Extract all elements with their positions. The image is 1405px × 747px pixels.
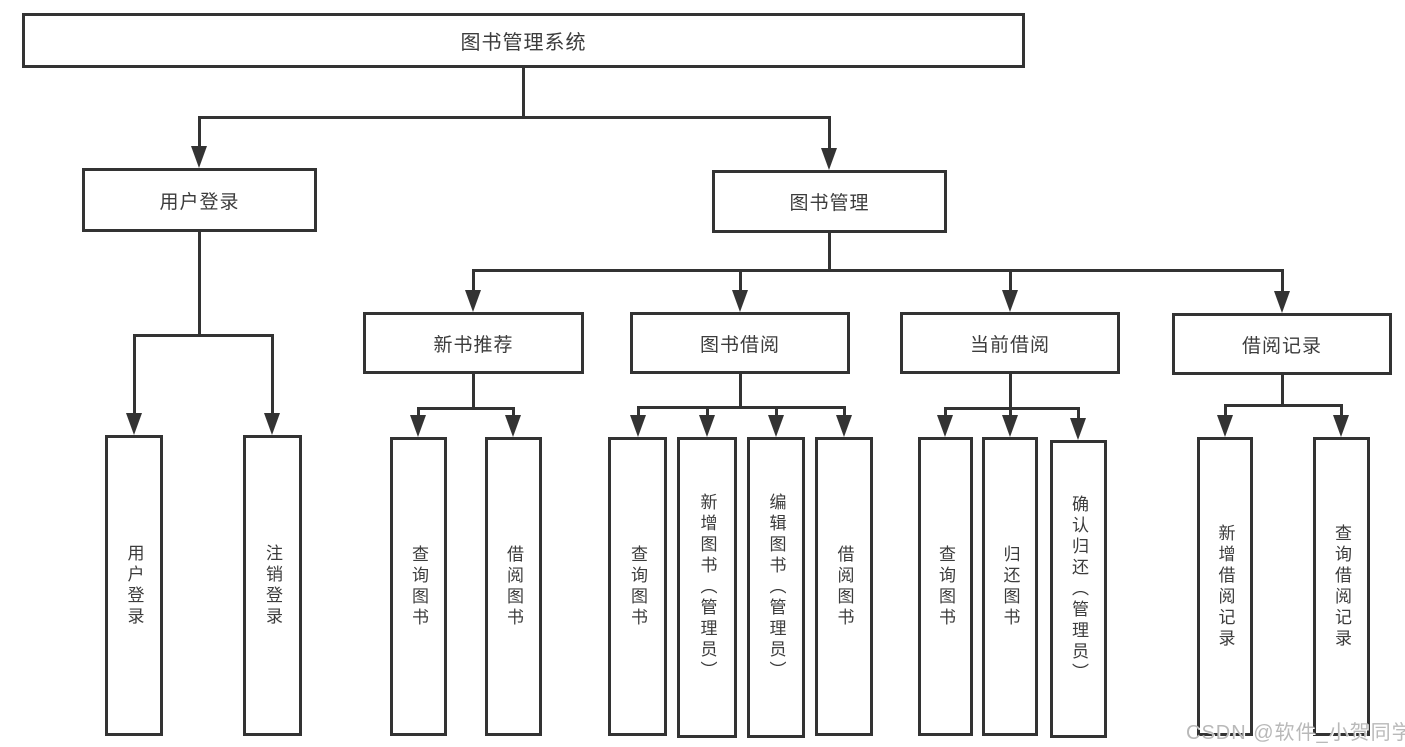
connector-hline [416,407,515,410]
leaf-query-borrow-record: 查询借阅记录 [1313,437,1370,736]
leaf-label: 新增借阅记录 [1215,523,1235,650]
leaf-label: 新增图书（管理员） [697,493,717,682]
arrow-down-icon [465,290,481,312]
arrow-down-icon [1070,418,1086,440]
leaf-label: 确认归还（管理员） [1069,494,1088,684]
connector-hline [197,116,831,119]
connector-arrow-shaft [471,270,475,294]
node-book-management: 图书管理 [712,170,947,233]
leaf-edit-book-admin: 编辑图书（管理员） [747,437,805,738]
leaf-label: 归还图书 [1000,544,1020,629]
connector-hline [943,407,1080,410]
arrow-down-icon [732,290,748,312]
leaf-label: 查询借阅记录 [1332,523,1351,650]
arrow-down-icon [1274,291,1290,313]
connector-arrow-shaft [827,117,831,152]
connector-arrow-shaft [270,335,274,417]
leaf-user-login: 用户登录 [105,435,163,736]
node-label: 当前借阅 [969,334,1050,356]
arrow-down-icon [1002,415,1018,437]
connector-arrow-shaft [511,408,515,419]
connector-arrow-shaft [132,335,136,417]
connector-vline [521,68,525,118]
leaf-logout: 注销登录 [243,435,302,736]
leaf-add-borrow-record: 新增借阅记录 [1197,437,1253,736]
connector-arrow-shaft [1339,405,1343,419]
connector-arrow-shaft [636,407,640,419]
connector-vline [471,374,475,410]
leaf-return-books: 归还图书 [982,437,1038,736]
arrow-down-icon [836,415,852,437]
node-label: 用户登录 [159,191,240,213]
connector-hline [471,269,1284,272]
node-new-book-recommend: 新书推荐 [363,312,584,374]
connector-arrow-shaft [1223,405,1227,419]
connector-arrow-shaft [1076,408,1080,422]
leaf-label: 借阅图书 [504,544,523,629]
leaf-label: 注销登录 [263,543,282,628]
leaf-label: 编辑图书（管理员） [766,493,786,682]
node-user-login: 用户登录 [82,168,317,232]
node-book-borrowing: 图书借阅 [630,312,850,374]
node-label: 图书管理 [789,193,870,214]
connector-arrow-shaft [1008,408,1012,419]
node-label: 借阅记录 [1241,335,1322,357]
leaf-confirm-return-admin: 确认归还（管理员） [1050,440,1107,738]
arrow-down-icon [1217,415,1233,437]
connector-vline [1280,375,1284,407]
arrow-down-icon [1333,415,1349,437]
connector-vline [197,232,201,337]
leaf-label: 借阅图书 [834,544,854,629]
connector-arrow-shaft [416,408,420,419]
connector-arrow-shaft [197,117,201,150]
connector-vline [827,233,831,272]
node-current-borrowing: 当前借阅 [900,312,1120,374]
arrow-down-icon [126,413,142,435]
leaf-label: 查询图书 [936,544,955,629]
leaf-query-books-borrowing: 查询图书 [608,437,667,736]
arrow-down-icon [1002,290,1018,312]
connector-arrow-shaft [1280,270,1284,295]
arrow-down-icon [768,415,784,437]
connector-hline [636,406,846,409]
arrow-down-icon [821,148,837,170]
leaf-add-book-admin: 新增图书（管理员） [677,437,737,738]
node-label: 新书推荐 [433,334,514,356]
connector-arrow-shaft [1008,270,1012,294]
node-label: 图书借阅 [699,334,780,356]
connector-hline [132,334,274,337]
arrow-down-icon [937,415,953,437]
connector-vline [738,374,742,409]
arrow-down-icon [630,415,646,437]
arrow-down-icon [264,413,280,435]
leaf-borrow-books-recommend: 借阅图书 [485,437,542,736]
connector-hline [1223,404,1343,407]
node-library-management-system: 图书管理系统 [22,13,1025,68]
arrow-down-icon [699,415,715,437]
leaf-label: 查询图书 [409,544,428,629]
leaf-label: 用户登录 [124,543,144,628]
arrow-down-icon [505,415,521,437]
watermark: CSDN @软件_小贺同学 [1186,722,1405,744]
node-label: 图书管理系统 [460,32,587,54]
leaf-query-books-recommend: 查询图书 [390,437,447,736]
leaf-query-books-current: 查询图书 [918,437,973,736]
connector-arrow-shaft [705,407,709,419]
connector-vline [1008,374,1012,410]
leaf-borrow-books-borrowing: 借阅图书 [815,437,873,736]
arrow-down-icon [410,415,426,437]
node-borrowing-records: 借阅记录 [1172,313,1392,375]
connector-arrow-shaft [738,270,742,294]
leaf-label: 查询图书 [628,544,647,629]
connector-arrow-shaft [842,407,846,419]
connector-arrow-shaft [943,408,947,419]
connector-arrow-shaft [774,407,778,419]
arrow-down-icon [191,146,207,168]
